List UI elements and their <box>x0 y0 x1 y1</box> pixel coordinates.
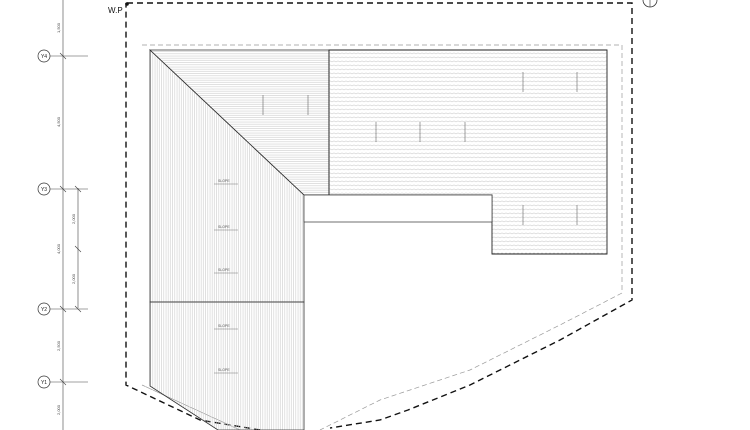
grid-axis-label: Y3 <box>41 187 47 193</box>
dimension-text: 1,500 <box>56 22 61 33</box>
dimension-text: 4,000 <box>56 243 61 254</box>
roof-right <box>328 49 608 255</box>
dimension-text: 4,500 <box>56 116 61 127</box>
slope-label: SLOPE <box>218 268 230 272</box>
grid-axis-label: Y4 <box>41 54 47 60</box>
wp-marker-label: W.P <box>108 6 123 15</box>
slope-marks-right <box>262 72 578 225</box>
grid-axis-label: Y1 <box>41 380 47 386</box>
wp-marker-dot <box>125 2 129 6</box>
dimension-text: 2,500 <box>56 340 61 351</box>
connector-roof <box>303 194 493 223</box>
dimension-text: 2,000 <box>71 273 76 284</box>
grid-axis-y1: Y1 <box>37 375 88 389</box>
slope-labels: SLOPE SLOPE SLOPE SLOPE SLOPE <box>214 179 238 374</box>
slope-label: SLOPE <box>218 324 230 328</box>
slope-label: SLOPE <box>218 368 230 372</box>
slope-label: SLOPE <box>218 225 230 229</box>
grid-axis-y2: Y2 <box>37 302 88 316</box>
grid-axis-y3: Y3 <box>37 182 88 196</box>
roof-left-lower <box>149 301 305 430</box>
slope-label: SLOPE <box>218 179 230 183</box>
dimension-text: 2,000 <box>71 213 76 224</box>
grid-axis-y4: Y4 <box>37 49 88 63</box>
dimension-text: 2,000 <box>56 404 61 415</box>
dimension-ticks <box>59 52 82 386</box>
grid-axis-label: Y2 <box>41 307 47 313</box>
